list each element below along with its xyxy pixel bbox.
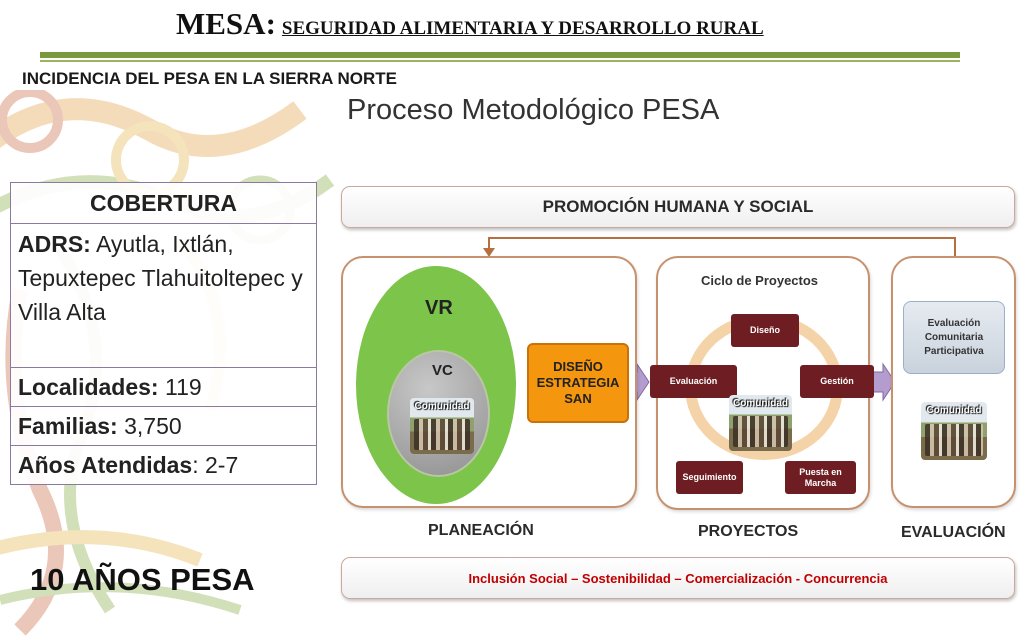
evaluacion-panel bbox=[891, 256, 1016, 508]
community-photo-evaluacion: Comunidad bbox=[921, 402, 987, 460]
coverage-row-anos: Años Atendidas: 2-7 bbox=[11, 445, 316, 484]
puesta-line-2: Marcha bbox=[804, 477, 837, 488]
phase-evaluacion: EVALUACIÓN bbox=[901, 524, 1006, 541]
coverage-row-adrs: ADRS: Ayutla, Ixtlán, Tepuxtepec Tlahuit… bbox=[11, 223, 316, 367]
vc-label: VC bbox=[432, 362, 453, 379]
ten-years-label: 10 AÑOS PESA bbox=[30, 562, 255, 597]
cycle-gestion: Gestión bbox=[800, 365, 874, 398]
cycle-diseno: Diseño bbox=[731, 314, 799, 347]
cycle-puesta-en-marcha: Puesta en Marcha bbox=[785, 461, 856, 494]
anos-value: : 2-7 bbox=[192, 452, 239, 478]
people-photo bbox=[413, 419, 471, 450]
diseno-estrategia-box: DISEÑO ESTRATEGIA SAN bbox=[527, 343, 629, 423]
anos-label: Años Atendidas bbox=[18, 452, 193, 478]
coverage-table: COBERTURA ADRS: Ayutla, Ixtlán, Tepuxtep… bbox=[10, 182, 317, 485]
coverage-heading: COBERTURA bbox=[90, 190, 237, 216]
coverage-row-familias: Familias: 3,750 bbox=[11, 406, 316, 445]
adrs-label: ADRS: bbox=[18, 231, 91, 257]
localidades-value: 119 bbox=[158, 374, 202, 400]
title-main: MESA: bbox=[176, 6, 276, 41]
title-sub: SEGURIDAD ALIMENTARIA Y DESARROLLO RURAL bbox=[281, 18, 764, 39]
localidades-label: Localidades: bbox=[18, 374, 159, 400]
eval-line-3: Participativa bbox=[924, 345, 984, 357]
cycle-seguimiento: Seguimiento bbox=[676, 461, 743, 494]
people-photo bbox=[732, 416, 789, 447]
familias-value: 3,750 bbox=[117, 413, 182, 439]
arrow-proyectos-to-evaluacion bbox=[872, 362, 896, 402]
photo-label: Comunidad bbox=[733, 398, 788, 409]
eval-line-1: Evaluación bbox=[927, 317, 981, 329]
promocion-bar: PROMOCIÓN HUMANA Y SOCIAL bbox=[341, 186, 1015, 228]
eval-line-2: Comunitaria bbox=[924, 331, 984, 343]
photo-label: Comunidad bbox=[926, 405, 982, 416]
photo-label: Comunidad bbox=[414, 401, 470, 412]
diseno-line-1: DISEÑO bbox=[553, 359, 603, 374]
phase-planeacion: PLANEACIÓN bbox=[428, 522, 534, 539]
vr-label: VR bbox=[425, 297, 453, 319]
feedback-loop-arrowhead bbox=[483, 248, 495, 257]
diseno-line-2: ESTRATEGIA bbox=[536, 375, 620, 390]
people-photo bbox=[924, 424, 984, 456]
page-subtitle: INCIDENCIA DEL PESA EN LA SIERRA NORTE bbox=[22, 69, 397, 88]
evaluacion-comunitaria-box: Evaluación Comunitaria Participativa bbox=[903, 301, 1005, 374]
coverage-row-localidades: Localidades: 119 bbox=[11, 367, 316, 406]
principles-bar: Inclusión Social – Sostenibilidad – Come… bbox=[341, 557, 1015, 599]
community-photo-vc: Comunidad bbox=[410, 398, 474, 454]
familias-label: Familias: bbox=[18, 413, 118, 439]
cycle-evaluacion: Evaluación bbox=[650, 365, 737, 398]
process-title: Proceso Metodológico PESA bbox=[347, 94, 720, 126]
puesta-line-1: Puesta en bbox=[799, 466, 842, 477]
feedback-loop-line bbox=[488, 237, 956, 256]
ciclo-title: Ciclo de Proyectos bbox=[701, 273, 819, 288]
phase-proyectos: PROYECTOS bbox=[698, 523, 799, 540]
adrs-value: Ayutla, Ixtlán, Tepuxtepec Tlahuitoltepe… bbox=[18, 231, 303, 325]
header-rule bbox=[40, 52, 960, 58]
page-title: MESA:SEGURIDAD ALIMENTARIA Y DESARROLLO … bbox=[176, 6, 764, 42]
community-photo-proyectos: Comunidad bbox=[729, 395, 792, 451]
diseno-line-3: SAN bbox=[564, 391, 592, 406]
header-rule-thin bbox=[40, 60, 960, 62]
